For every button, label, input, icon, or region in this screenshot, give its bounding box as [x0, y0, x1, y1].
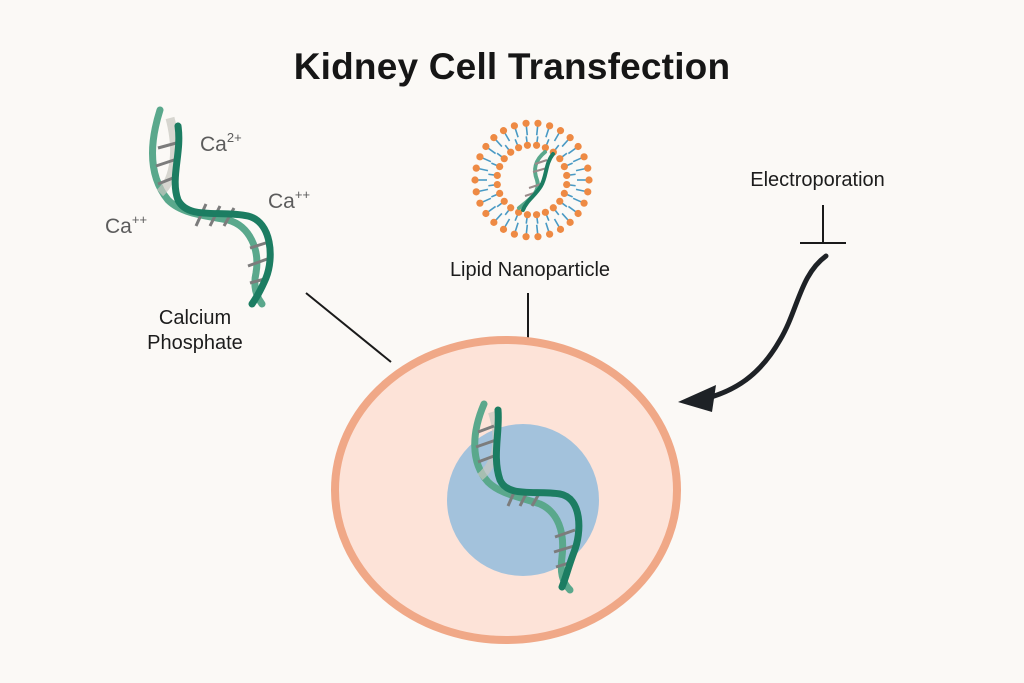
lipid-head	[510, 230, 518, 238]
lipid-head	[574, 209, 582, 218]
lipid-head	[560, 189, 568, 197]
lipid-head	[522, 119, 530, 127]
ion-label: Ca++	[105, 212, 148, 238]
lipid-head	[541, 208, 549, 216]
label-line: Phosphate	[147, 332, 243, 354]
lipid-head	[496, 163, 504, 171]
electroporation-arrow	[678, 253, 829, 412]
lipid-head	[556, 155, 564, 163]
lipid-head	[560, 163, 568, 171]
lipid-head	[510, 122, 518, 130]
lipid-head	[574, 142, 582, 151]
lipid-head	[515, 208, 523, 216]
lipid-head	[471, 176, 479, 184]
lipid-head	[490, 134, 498, 142]
lipid-head	[580, 153, 588, 161]
lipid-head	[563, 171, 571, 180]
lipid-head	[500, 155, 508, 163]
ion-label: Ca++	[268, 187, 311, 213]
lipid-head	[549, 204, 557, 212]
lipid-head	[566, 134, 574, 142]
lipid-nanoparticle-graphic	[471, 119, 593, 241]
lipid-head	[546, 230, 554, 238]
lipid-head	[476, 199, 484, 207]
lipid-head	[523, 141, 532, 149]
label-calcium-phosphate: Calcium Phosphate	[130, 306, 260, 356]
lipid-head	[472, 188, 480, 196]
lipid-head	[472, 164, 480, 172]
label-electroporation: Electroporation	[750, 169, 885, 191]
lipid-head	[580, 199, 588, 207]
lipid-head	[541, 144, 549, 152]
lipid-head	[507, 148, 515, 156]
lipid-head	[522, 233, 530, 241]
lipid-head	[490, 218, 498, 226]
lipid-head	[584, 188, 592, 196]
lipid-head	[493, 180, 501, 189]
lipid-head	[493, 171, 501, 180]
lipid-head	[534, 119, 542, 127]
dna-helix-calcium-phosphate	[148, 106, 274, 308]
lipid-head	[499, 127, 508, 135]
lipid-head	[507, 204, 515, 212]
lipid-head	[532, 141, 541, 149]
lipid-head	[546, 122, 554, 130]
lipid-head	[532, 211, 541, 219]
lipid-head	[482, 209, 490, 218]
lipid-head	[515, 144, 523, 152]
dna-helix-in-nucleus	[471, 400, 583, 594]
label-lipid-nanoparticle: Lipid Nanoparticle	[449, 259, 611, 281]
arrow-head-icon	[678, 385, 716, 412]
ion-label: Ca2+	[200, 130, 242, 156]
label-line: Calcium	[158, 307, 232, 329]
lipid-head	[566, 218, 574, 226]
lipid-head	[534, 233, 542, 241]
lipid-head	[482, 142, 490, 151]
lipid-head	[556, 197, 564, 205]
lipid-head	[584, 164, 592, 172]
lipid-head	[476, 153, 484, 161]
connector-calcium-phosphate	[305, 292, 392, 363]
electrode-symbol	[800, 205, 846, 244]
lipid-head	[556, 127, 565, 135]
lipid-head	[563, 180, 571, 189]
lipid-head	[556, 225, 565, 233]
diagram-title: Kidney Cell Transfection	[293, 46, 731, 87]
dna-helix-lipid-nanoparticle	[517, 150, 555, 212]
lipid-head	[496, 189, 504, 197]
lipid-head	[499, 225, 508, 233]
lipid-head	[500, 197, 508, 205]
lipid-head	[523, 211, 532, 219]
lipid-head	[585, 176, 593, 184]
